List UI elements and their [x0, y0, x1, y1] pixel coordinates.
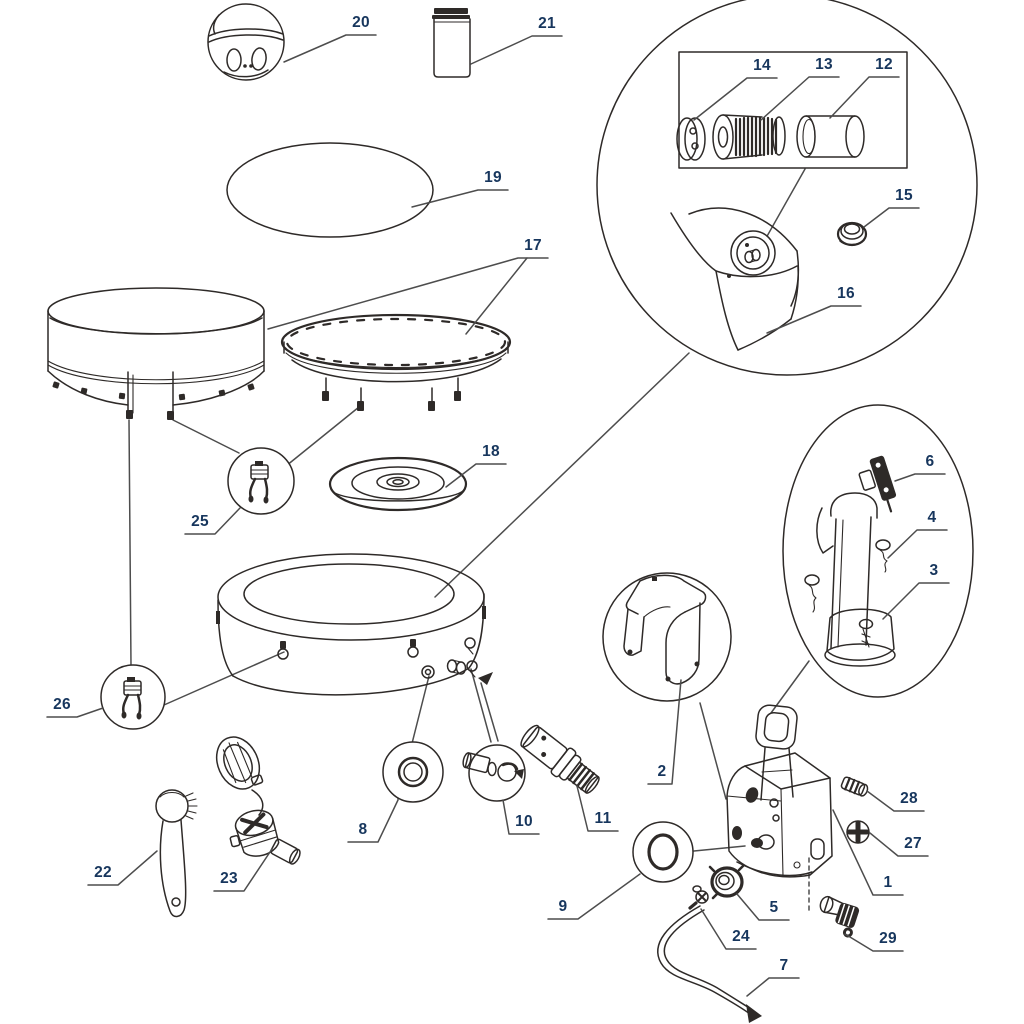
leader-part-21	[470, 35, 563, 65]
wrench-tool-22	[155, 789, 198, 918]
drain-plug-28	[840, 776, 869, 797]
leader-part-3	[882, 582, 950, 620]
riser-column	[816, 492, 878, 649]
leader-part-6	[894, 473, 946, 482]
inlet-cap	[836, 221, 868, 247]
riser-detail-oval	[782, 404, 974, 698]
leader-part-14	[693, 77, 778, 121]
connector-flap-to-circle26	[128, 419, 132, 667]
sensor-component	[858, 455, 897, 513]
leader-part-24	[700, 908, 757, 950]
cap-knob-27	[846, 820, 870, 844]
washer-8	[382, 741, 444, 803]
clip-detail-circle-25	[227, 447, 295, 515]
leader-part-20	[283, 34, 377, 63]
leader-part-28	[866, 790, 925, 812]
screw-4	[875, 539, 891, 573]
inflatable-bladder-ellipse	[226, 142, 434, 238]
connector-tub-to-detail-circle	[434, 352, 690, 598]
bracket-detail-circle-2	[602, 572, 732, 702]
connector-tub-to-circle10a	[470, 668, 492, 743]
filter-housing-cylinder	[796, 115, 865, 158]
leader-part-26	[46, 707, 104, 718]
filter-end-cap	[676, 117, 706, 161]
filter-detail-view	[596, 0, 978, 376]
spa-cover-with-flap	[47, 287, 265, 420]
connector-washer9-to-pump	[693, 845, 746, 852]
connector-cover-to-circle25	[285, 406, 360, 467]
leader-part-29	[844, 933, 904, 952]
connector-tub-to-circle10b	[480, 682, 499, 742]
leader-part-27	[869, 832, 929, 857]
washer-9	[632, 821, 694, 883]
leader-part-18	[445, 463, 507, 488]
leader-part-25	[184, 507, 241, 535]
clip-detail-circle-26	[100, 664, 166, 730]
leader-part-22	[87, 850, 158, 886]
hose-nut-5	[708, 864, 745, 900]
leader-part-11	[576, 785, 619, 832]
connector-circle2-to-pump	[699, 702, 727, 800]
leader-part-15	[863, 207, 920, 228]
leader-part-1	[832, 809, 904, 896]
screw-left	[804, 574, 820, 613]
leader-part-19	[411, 189, 509, 208]
leader-part-7	[746, 977, 800, 997]
leader-part-10	[502, 799, 540, 835]
relief-valve-29	[819, 895, 860, 938]
leader-part-4	[887, 529, 948, 559]
riser-base	[824, 608, 896, 667]
spa-tub-body	[216, 553, 493, 696]
filter-cartridge	[712, 114, 786, 160]
air-valve-assembly-23	[215, 736, 301, 865]
hose-adapter-11	[520, 724, 600, 794]
leader-part-5	[736, 893, 790, 921]
fitting-detail-circle-10	[462, 744, 526, 802]
leader-part-8	[347, 799, 399, 843]
chemical-float-ball	[207, 3, 285, 81]
leader-part-13	[760, 76, 840, 121]
drain-hose-7	[657, 905, 762, 1023]
hose-connector-24	[688, 885, 709, 910]
leader-part-9	[547, 873, 641, 920]
leader-part-2	[647, 679, 682, 785]
leader-part-17b	[465, 257, 528, 335]
connector-lines	[128, 168, 810, 913]
leader-part-23	[213, 848, 273, 892]
pump-unit	[726, 704, 833, 878]
leader-part-16	[766, 305, 862, 334]
tub-corner-detail	[670, 207, 800, 351]
connector-flap-to-circle25	[172, 419, 240, 454]
connector-oval-to-pump	[770, 660, 810, 714]
chemical-jar	[432, 8, 471, 78]
leader-part-17a	[267, 257, 549, 330]
label-leader-lines	[46, 34, 950, 997]
connector-circle26-to-tub	[163, 651, 285, 706]
leader-part-12	[829, 76, 900, 119]
spa-cover-lid	[280, 313, 512, 411]
inflatable-disc	[328, 456, 468, 512]
